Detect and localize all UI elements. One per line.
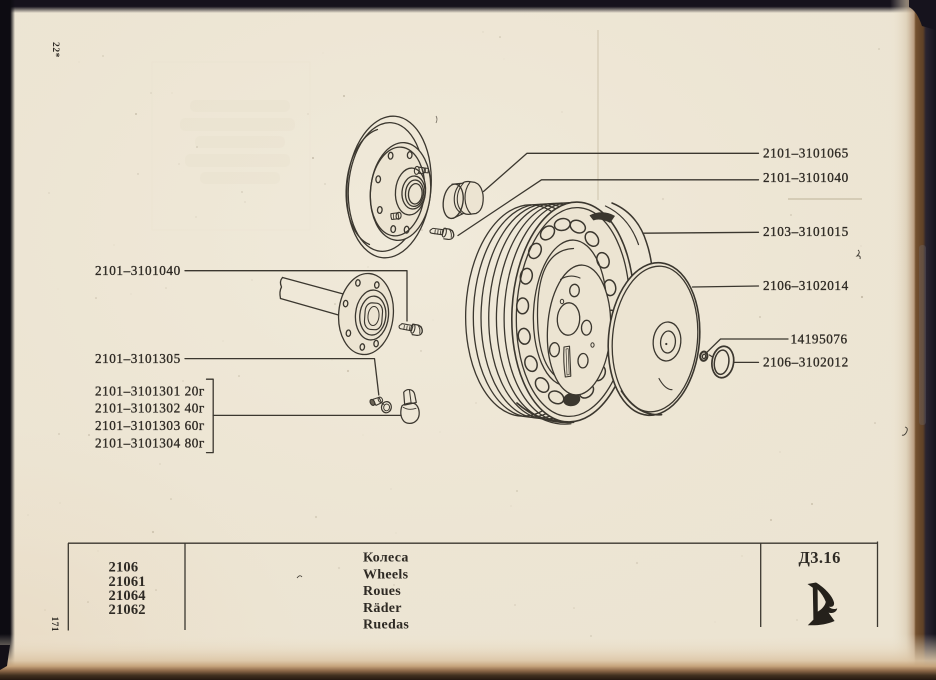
svg-text:2106–3102014: 2106–3102014 [763, 278, 849, 293]
svg-text:2106: 2106 [109, 560, 139, 576]
svg-text:Roues: Roues [363, 584, 401, 599]
svg-text:2101–3101065: 2101–3101065 [763, 146, 849, 161]
svg-text:Wheels: Wheels [363, 567, 409, 582]
svg-text:22*: 22* [50, 42, 61, 58]
svg-text:Колеса: Колеса [363, 551, 409, 566]
svg-text:Д3.16: Д3.16 [799, 548, 841, 567]
svg-text:2101–3101305: 2101–3101305 [95, 351, 181, 366]
svg-text:2101–3101040: 2101–3101040 [763, 170, 849, 185]
svg-text:2103–3101015: 2103–3101015 [763, 224, 849, 239]
svg-text:2101–3101303 60г: 2101–3101303 60г [95, 418, 205, 433]
svg-text:2101–3101302 40г: 2101–3101302 40г [95, 400, 205, 415]
svg-text:14195076: 14195076 [791, 332, 848, 347]
svg-text:2101–3101301 20г: 2101–3101301 20г [95, 383, 205, 398]
svg-text:21062: 21062 [109, 602, 146, 618]
svg-text:2101–3101040: 2101–3101040 [95, 263, 181, 278]
svg-text:2101–3101304 80г: 2101–3101304 80г [95, 435, 205, 450]
svg-text:21061: 21061 [109, 574, 146, 590]
svg-text:Räder: Räder [363, 601, 402, 616]
svg-text:21064: 21064 [109, 588, 146, 604]
svg-text:Ruedas: Ruedas [363, 618, 409, 633]
svg-text:171: 171 [50, 617, 60, 632]
svg-text:2106–3102012: 2106–3102012 [763, 355, 849, 370]
